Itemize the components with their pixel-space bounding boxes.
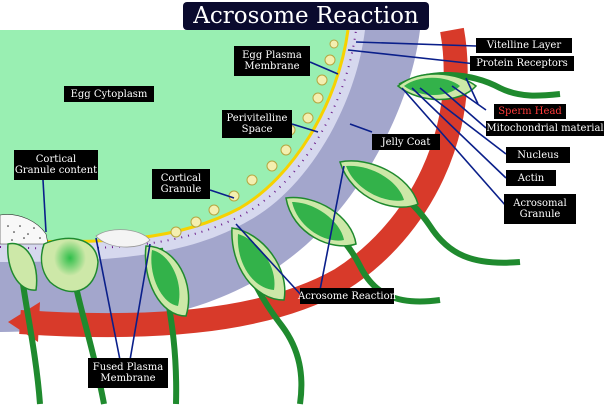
cortical-granules bbox=[170, 39, 339, 238]
pointer-lines bbox=[42, 41, 507, 361]
label-egg-plasma-membrane: Egg Plasma Membrane bbox=[234, 46, 310, 76]
label-acrosome-reaction: Acrosome Reaction bbox=[298, 288, 396, 304]
sperm-fusing-1 bbox=[231, 227, 305, 405]
granule-dots bbox=[7, 225, 41, 241]
egg-cytoplasm-region bbox=[0, 30, 348, 242]
label-vitelline-layer: Vitelline Layer bbox=[476, 38, 572, 53]
egg-plasma-membrane-line bbox=[0, 29, 350, 244]
label-perivitelline-space: Perivitelline Space bbox=[222, 110, 292, 138]
label-jelly-coat: Jelly Coat bbox=[372, 134, 440, 150]
label-acrosomal-granule: Acrosomal Granule bbox=[504, 194, 576, 224]
label-sperm-head: Sperm Head bbox=[494, 104, 566, 119]
label-egg-cytoplasm: Egg Cytoplasm bbox=[64, 86, 154, 102]
label-cortical-granule: Cortical Granule bbox=[152, 169, 210, 199]
label-fused-plasma-membrane: Fused Plasma Membrane bbox=[88, 358, 168, 388]
red-arrow-arc bbox=[19, 27, 468, 338]
sperm-left-partial bbox=[7, 242, 43, 405]
label-actin: Actin bbox=[506, 170, 556, 186]
label-mitochondrial-material: Mitochondrial material bbox=[486, 121, 604, 136]
secreted-granule bbox=[95, 229, 151, 248]
label-protein-receptors: Protein Receptors bbox=[470, 56, 574, 71]
diagram-title: Acrosome Reaction bbox=[183, 2, 429, 30]
sperm-fusing-2 bbox=[144, 245, 190, 405]
sperm-mid-1 bbox=[339, 160, 521, 266]
sperm-top bbox=[396, 71, 561, 101]
label-cortical-granule-content: Cortical Granule content bbox=[14, 150, 98, 180]
label-nucleus: Nucleus bbox=[506, 147, 570, 163]
